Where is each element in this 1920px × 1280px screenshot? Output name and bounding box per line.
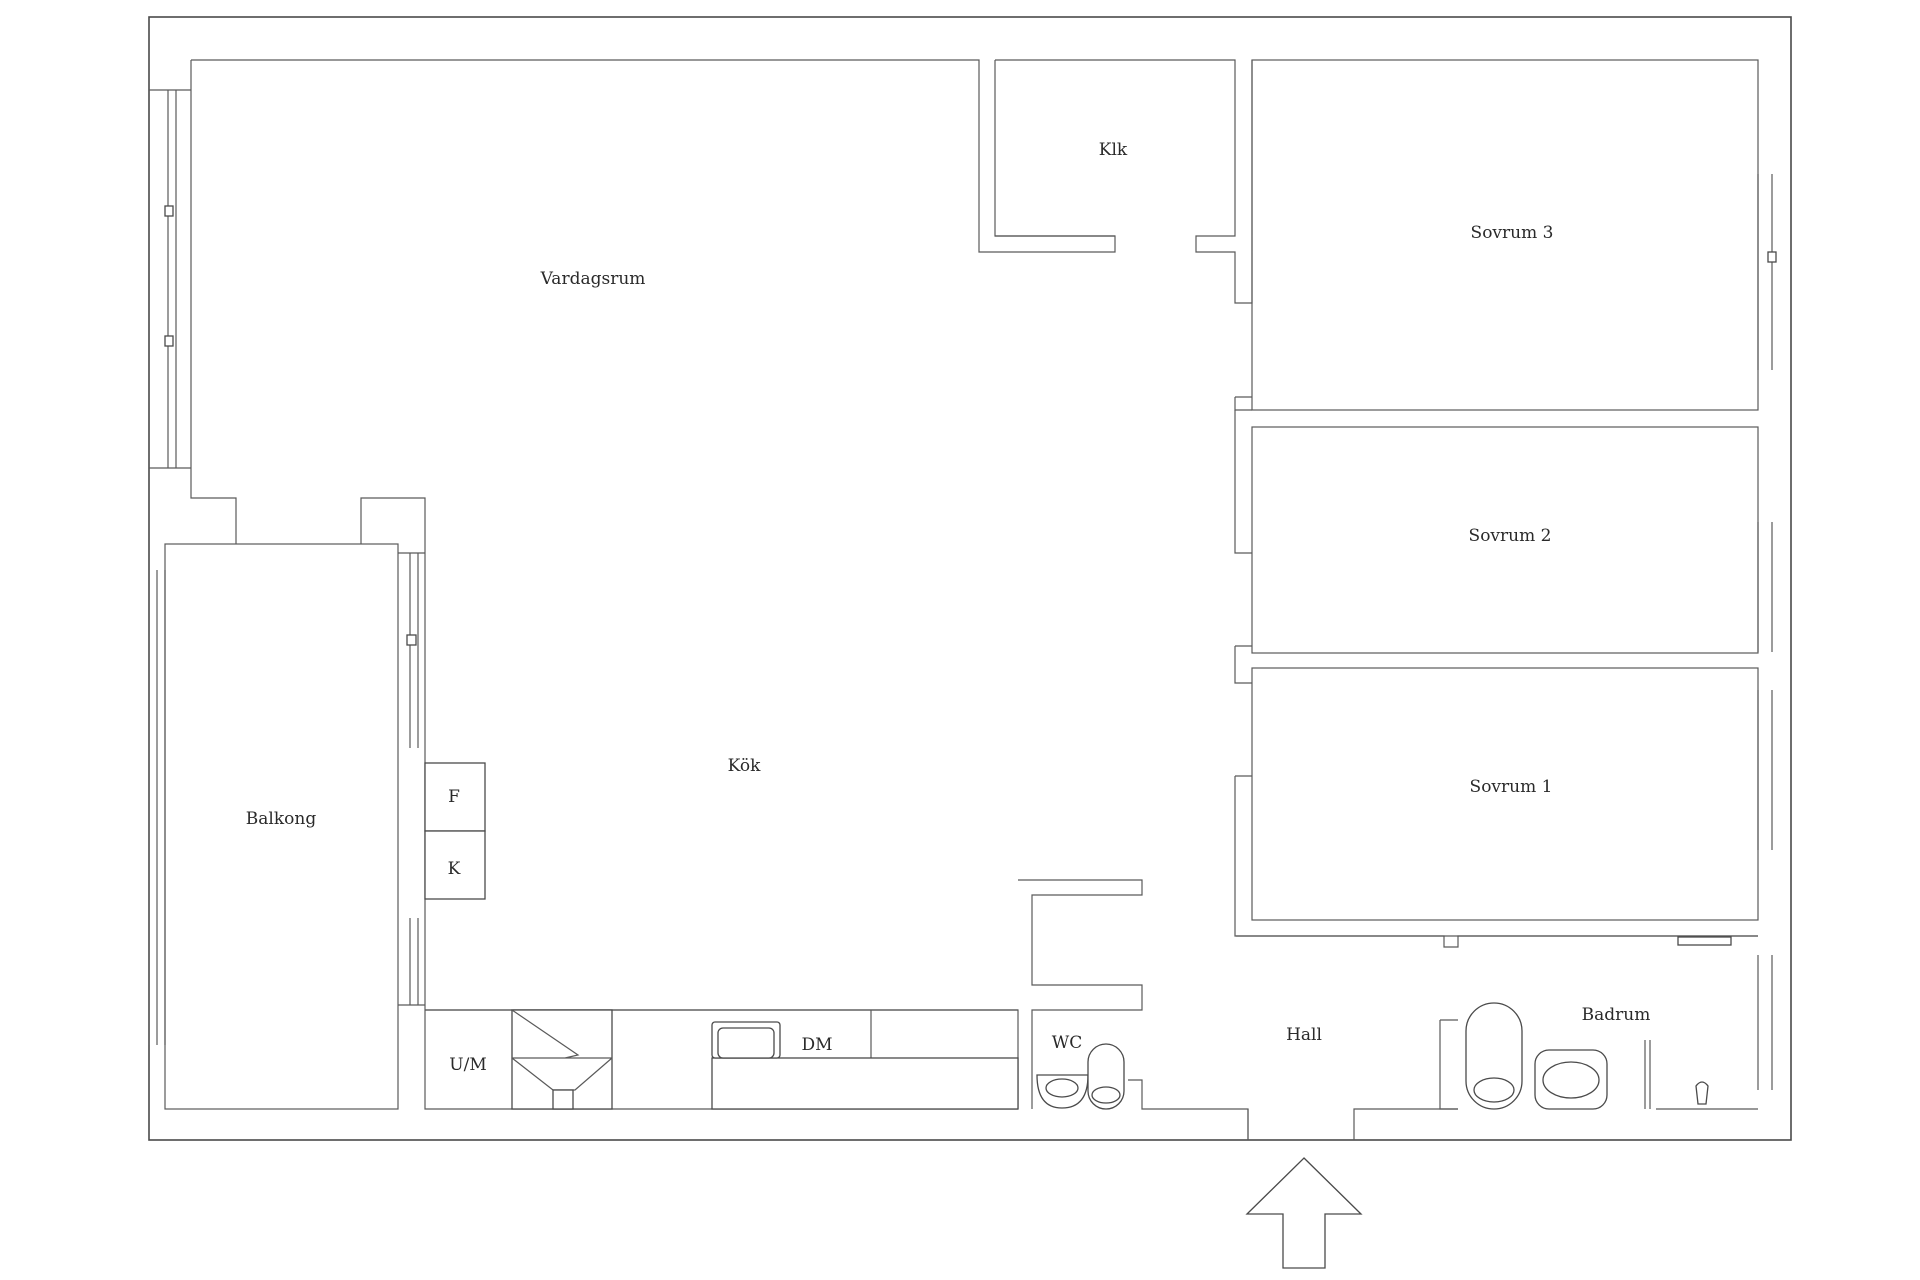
fixture-label-dishwasher: DM bbox=[801, 1035, 832, 1055]
room-label-klk: Klk bbox=[1099, 140, 1128, 160]
room-label-wc: WC bbox=[1052, 1033, 1082, 1053]
living-kitchen-walls bbox=[190, 59, 1116, 1110]
room-label-sovrum-3: Sovrum 3 bbox=[1471, 223, 1554, 243]
room-label-badrum: Badrum bbox=[1582, 1005, 1651, 1025]
fixture-label-freezer: K bbox=[448, 859, 461, 879]
hall-area bbox=[1236, 935, 1758, 1140]
balkong-windows bbox=[148, 552, 425, 1045]
fridge-box bbox=[424, 762, 486, 832]
right-windows bbox=[1757, 174, 1777, 1090]
room-label-balkong: Balkong bbox=[246, 809, 317, 829]
freezer-box bbox=[424, 830, 486, 900]
arrow-up-icon bbox=[1245, 1157, 1363, 1269]
kitchen-counter bbox=[425, 1009, 1019, 1110]
room-label-kok: Kök bbox=[728, 756, 761, 776]
room-label-vardagsrum: Vardagsrum bbox=[540, 269, 646, 289]
sovrum-3-door-jamb bbox=[1234, 396, 1252, 411]
room-label-sovrum-2: Sovrum 2 bbox=[1469, 526, 1552, 546]
wc-room bbox=[1018, 879, 1249, 1140]
badrum-room bbox=[1439, 1002, 1758, 1110]
outer-boundary bbox=[148, 16, 1792, 1141]
counter-block bbox=[711, 1057, 1019, 1110]
fixture-label-washer: U/M bbox=[449, 1055, 486, 1075]
room-label-sovrum-1: Sovrum 1 bbox=[1470, 777, 1553, 797]
klk-walls bbox=[995, 59, 1253, 304]
left-windows bbox=[149, 89, 191, 469]
floor-drain-icon bbox=[1695, 1081, 1709, 1105]
fridge-freezer-unit bbox=[424, 762, 486, 900]
sovrum-2-door-jamb bbox=[1234, 410, 1252, 684]
room-label-hall: Hall bbox=[1286, 1025, 1322, 1045]
fixture-label-fridge: F bbox=[448, 787, 460, 807]
sovrum-1-door-jamb bbox=[1234, 775, 1758, 937]
